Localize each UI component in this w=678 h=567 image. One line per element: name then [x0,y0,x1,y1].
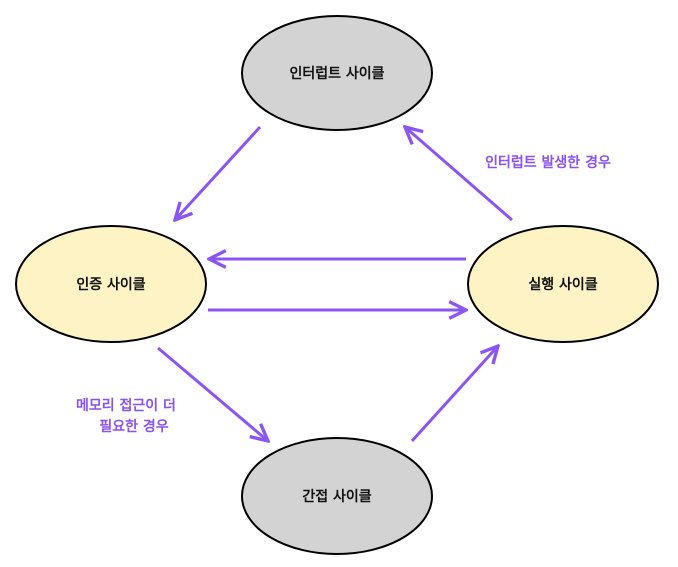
node-execute-label: 실행 사이클 [528,276,597,293]
node-indirect-label: 간접 사이클 [302,488,371,505]
node-interrupt-label: 인터럽트 사이클 [289,65,384,82]
node-execute-cycle: 실행 사이클 [467,225,659,343]
node-interrupt-cycle: 인터럽트 사이클 [241,15,433,131]
arrow-indirect-to-execute [410,346,498,443]
edge-label-memory-line1: 메모리 접근이 더 [76,397,176,414]
node-indirect-cycle: 간접 사이클 [241,437,433,555]
node-fetch-cycle: 인증 사이클 [15,225,207,343]
arrow-interrupt-to-fetch [175,125,262,220]
edge-label-memory-line2: 필요한 경우 [99,418,168,435]
edge-label-interrupt-occurs: 인터럽트 발생한 경우 [485,154,611,171]
arrow-execute-to-interrupt [405,127,513,222]
arrow-fetch-to-indirect [157,346,268,441]
node-fetch-label: 인증 사이클 [76,276,145,293]
